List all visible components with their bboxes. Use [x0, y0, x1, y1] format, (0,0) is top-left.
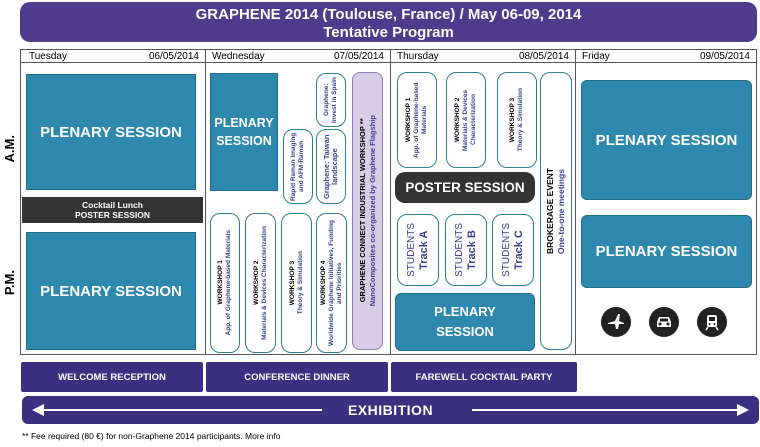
welcome-reception[interactable]: WELCOME RECEPTION [21, 362, 203, 392]
industrial-workshop[interactable]: GRAPHENE CONNECT INDUSTRIAL WORKSHOP ** … [352, 72, 383, 350]
airplane-icon [601, 307, 631, 337]
thursday-pm-plenary[interactable]: PLENARY SESSION [395, 293, 535, 351]
workshop-raman[interactable]: Rapid Raman Imaging and AFM-Raman [283, 129, 313, 204]
header-subtitle: Tentative Program [323, 24, 454, 41]
day-date: 08/05/2014 [518, 51, 569, 62]
thursday-poster-session[interactable]: POSTER SESSION [395, 172, 535, 203]
friday-pm-plenary[interactable]: PLENARY SESSION [581, 215, 752, 288]
workshop-spain[interactable]: Graphene: Invest in Spain [316, 73, 346, 127]
day-header-thursday: Thursday 08/05/2014 [391, 50, 575, 63]
day-date: 09/05/2014 [699, 51, 750, 62]
car-icon [649, 307, 679, 337]
exhibition-bar[interactable]: EXHIBITION [22, 396, 759, 424]
column-divider [205, 49, 206, 355]
column-divider [390, 49, 391, 355]
day-name: Tuesday [29, 51, 67, 62]
day-name: Wednesday [212, 51, 265, 62]
wednesday-am-plenary[interactable]: PLENARY SESSION [210, 73, 278, 191]
day-date: 06/05/2014 [148, 51, 199, 62]
day-header-wednesday: Wednesday 07/05/2014 [206, 50, 390, 63]
double-arrow-icon [32, 404, 749, 416]
day-name: Friday [582, 51, 610, 62]
tuesday-am-plenary[interactable]: PLENARY SESSION [26, 74, 196, 190]
column-divider [575, 49, 576, 355]
workshop-taiwan[interactable]: Graphene: Taiwan landscape [316, 129, 346, 204]
day-header-friday: Friday 09/05/2014 [576, 50, 756, 63]
farewell-cocktail[interactable]: FAREWELL COCKTAIL PARTY [391, 362, 577, 392]
day-date: 07/05/2014 [333, 51, 384, 62]
conference-dinner[interactable]: CONFERENCE DINNER [206, 362, 388, 392]
day-header-tuesday: Tuesday 06/05/2014 [21, 50, 205, 63]
am-label: A.M. [2, 135, 17, 163]
tuesday-pm-plenary[interactable]: PLENARY SESSION [26, 232, 196, 350]
day-name: Thursday [397, 51, 439, 62]
train-icon [697, 307, 727, 337]
exhibition-label: EXHIBITION [347, 402, 434, 418]
header-title: GRAPHENE 2014 (Toulouse, France) / May 0… [195, 6, 582, 23]
pm-label: P.M. [2, 270, 17, 296]
friday-am-plenary[interactable]: PLENARY SESSION [581, 80, 752, 200]
cocktail-lunch-poster[interactable]: Cocktail Lunch POSTER SESSION [22, 197, 203, 223]
footnote[interactable]: ** Fee required (80 €) for non-Graphene … [22, 431, 281, 441]
brokerage-event[interactable]: BROKERAGE EVENT One-to-one meetings [540, 72, 572, 350]
program-header: GRAPHENE 2014 (Toulouse, France) / May 0… [20, 2, 757, 42]
schedule-grid [20, 49, 757, 355]
